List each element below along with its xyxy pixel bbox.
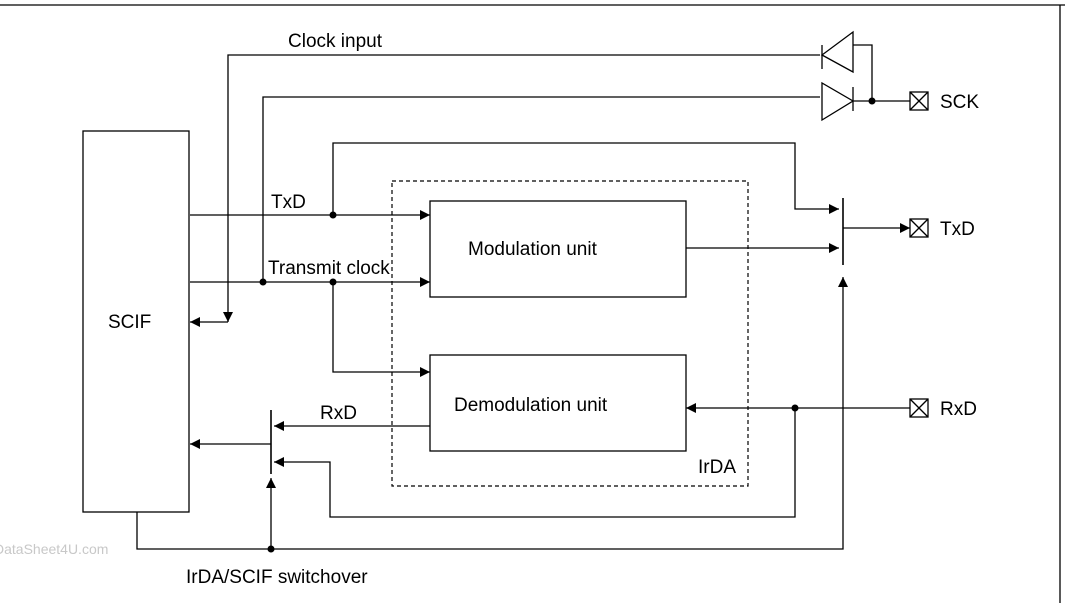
clock-input-label: Clock input [288, 31, 383, 52]
transmit-clock-label: Transmit clock [268, 258, 390, 279]
rxd-pin-label: RxD [940, 399, 977, 420]
txd-signal-label: TxD [271, 192, 306, 213]
sck-pin-label: SCK [940, 92, 979, 113]
scif-label: SCIF [108, 312, 151, 333]
txd-pin-label: TxD [940, 219, 975, 240]
watermark-text: DataSheet4U.com [0, 541, 108, 557]
txd-pin-icon [909, 218, 929, 238]
sck-pin-icon [909, 91, 929, 111]
demodulation-unit-block [429, 354, 687, 452]
rxd-signal-label: RxD [320, 403, 357, 424]
sck-output-buffer [821, 81, 855, 122]
switchover-wire [136, 277, 848, 553]
rxd-input-wire [274, 403, 910, 518]
scif-block [82, 130, 190, 513]
clock-input-buffer [820, 30, 854, 74]
transmit-clock-wire [190, 277, 430, 377]
sck-output-wire [262, 96, 910, 282]
diagram-frame [0, 4, 1065, 603]
irda-region [391, 180, 749, 487]
modulation-unit-block [429, 200, 687, 298]
modulation-unit-label: Modulation unit [468, 239, 598, 260]
switchover-label: IrDA/SCIF switchover [186, 567, 368, 588]
rxd-pin-icon [909, 398, 929, 418]
txd-wire [190, 142, 839, 220]
clock-input-wire [190, 44, 873, 327]
irda-label: IrDA [698, 457, 736, 478]
demodulation-unit-label: Demodulation unit [454, 395, 608, 416]
